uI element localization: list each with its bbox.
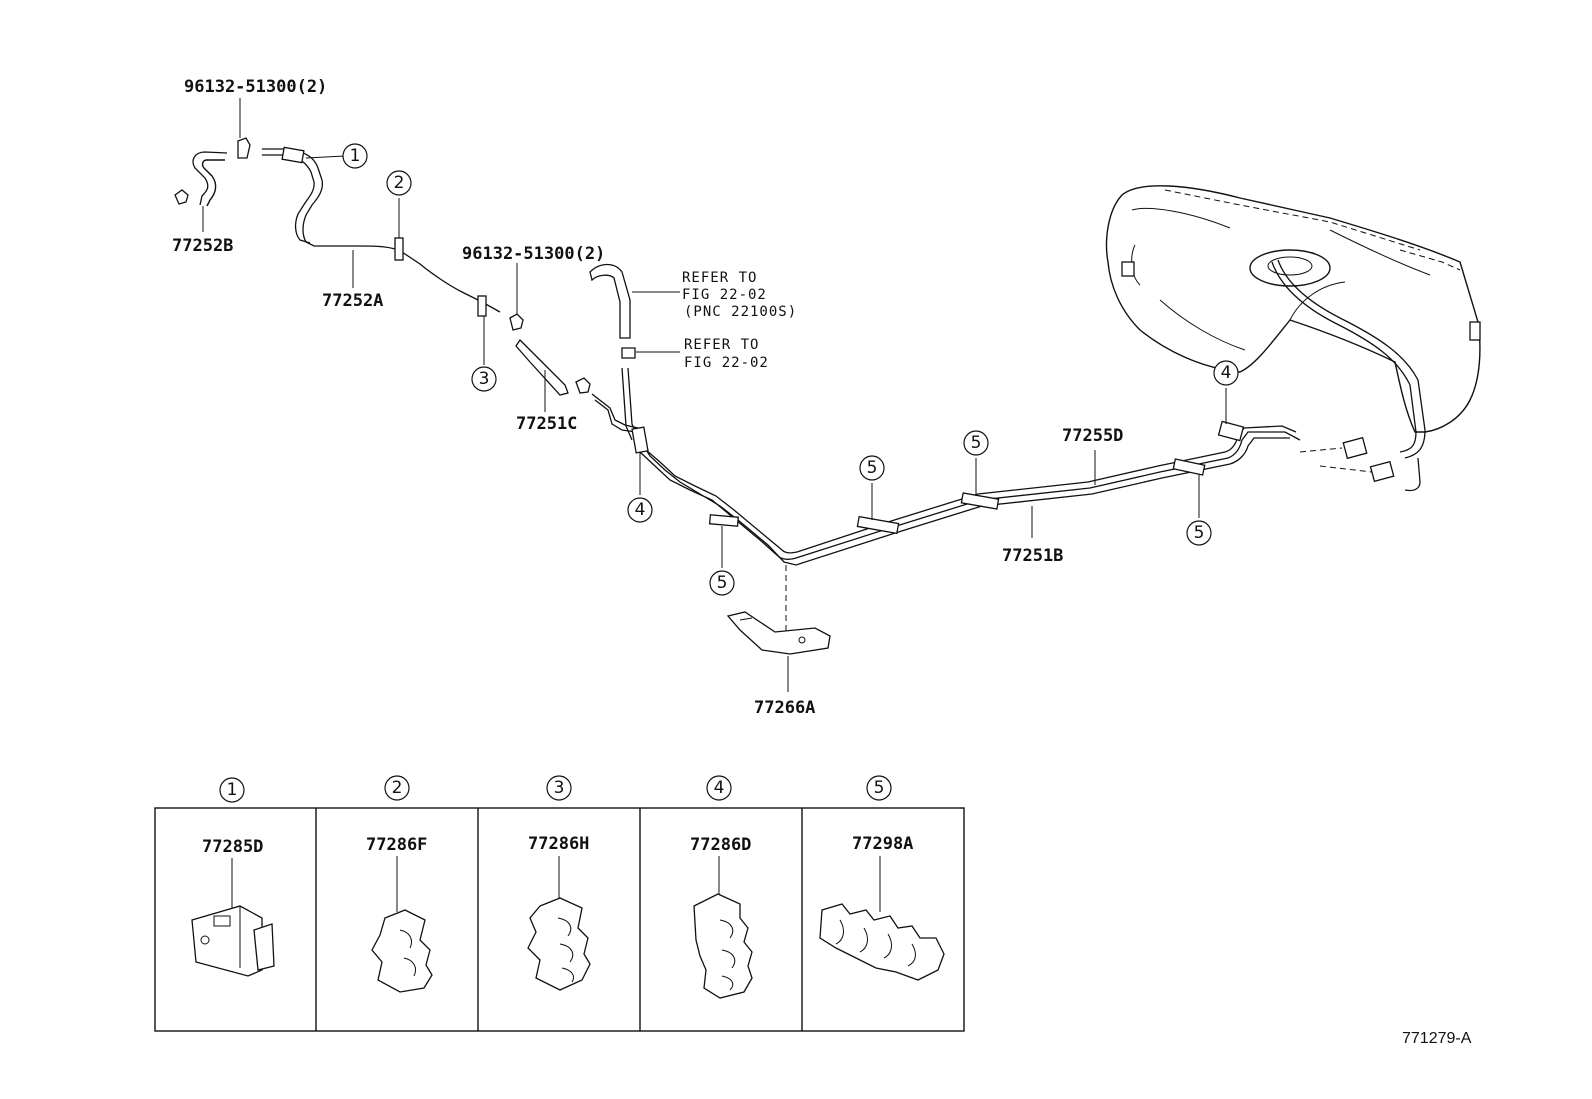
refer2-line2: FIG 22-02: [684, 355, 769, 371]
legend-part-77286H: 77286H: [528, 834, 589, 854]
clip-77298A-drawing: [819, 856, 945, 981]
part-labels: 96132-51300(2) 77252B 77252A 96132-51300…: [172, 77, 1123, 718]
clip-77286F-drawing: [371, 856, 433, 993]
refer1-line3: (PNC 22100S): [684, 304, 797, 320]
clip-legend-table: 1 2 3 4 5 77285D 77286F 77286H 77286D 77…: [154, 775, 965, 1032]
label-77251C: 77251C: [516, 414, 577, 434]
refer1-line1: REFER TO: [682, 270, 757, 286]
bracket-77266A: [726, 611, 831, 692]
callout-5-c: 5: [971, 433, 982, 453]
callout-2: 2: [394, 173, 405, 193]
callout-4-left: 4: [635, 500, 646, 520]
legend-part-77286F: 77286F: [366, 835, 427, 855]
callout-4-right: 4: [1221, 363, 1232, 383]
label-77255D: 77255D: [1062, 426, 1123, 446]
label-77251B: 77251B: [1002, 546, 1063, 566]
label-77266A: 77266A: [754, 698, 815, 718]
refer1-line2: FIG 22-02: [682, 287, 767, 303]
callout-3: 3: [479, 369, 490, 389]
callouts: 1 2 3 4 4 5 5 5 5: [342, 143, 1239, 596]
fuel-tank: [1105, 185, 1481, 492]
clip-77285D-drawing: [191, 858, 275, 977]
label-bolt-top: 96132-51300(2): [184, 77, 327, 97]
refer2-line1: REFER TO: [684, 337, 759, 353]
legend-num-3: 3: [554, 778, 565, 798]
figure-id: 771279-A: [1402, 1030, 1472, 1047]
legend-part-77286D: 77286D: [690, 835, 751, 855]
clip-77286H-drawing: [527, 856, 591, 991]
legend-part-77285D: 77285D: [202, 837, 263, 857]
callout-5-d: 5: [1194, 523, 1205, 543]
legend-num-4: 4: [714, 778, 725, 798]
label-bolt-mid: 96132-51300(2): [462, 244, 605, 264]
callout-5-b: 5: [867, 458, 878, 478]
legend-part-77298A: 77298A: [852, 834, 913, 854]
label-77252A: 77252A: [322, 291, 383, 311]
legend-num-5: 5: [874, 778, 885, 798]
upper-left-hose-group: [174, 137, 639, 433]
legend-num-1: 1: [227, 780, 238, 800]
callout-1: 1: [350, 146, 361, 166]
clip-77286D-drawing: [693, 856, 753, 999]
callout-5-a: 5: [717, 573, 728, 593]
legend-num-2: 2: [392, 778, 403, 798]
label-77252B: 77252B: [172, 236, 233, 256]
refer-fig-parts: [589, 263, 680, 441]
main-fuel-pipes: [631, 388, 1301, 640]
